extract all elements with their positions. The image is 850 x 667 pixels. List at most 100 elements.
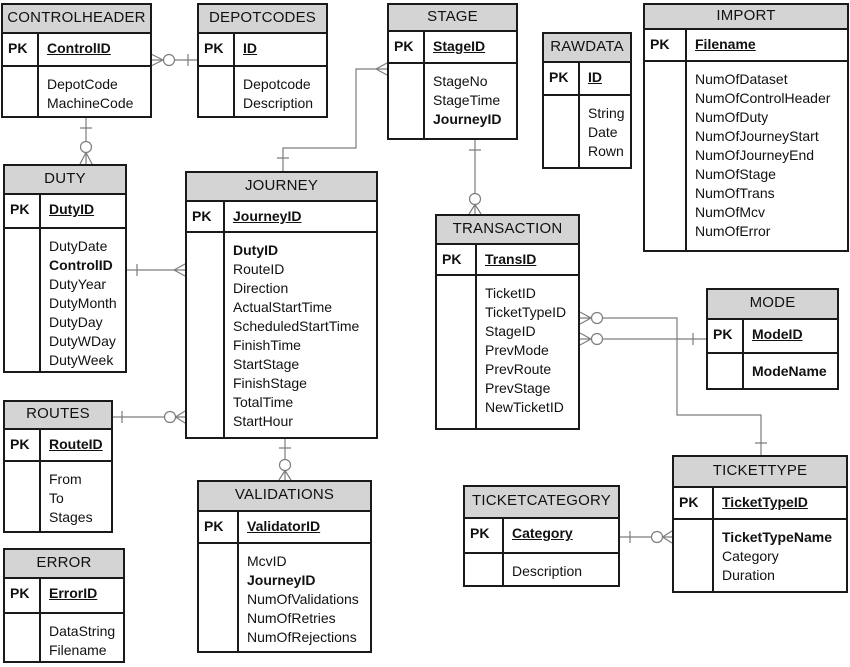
attribute: NumOfJourneyEnd (695, 147, 815, 163)
attribute: To (49, 490, 64, 506)
attribute: DutyYear (49, 276, 107, 292)
attribute: Stages (49, 509, 93, 525)
table-tickettype[interactable]: TICKETTYPE PK TicketTypeID TicketTypeNam… (672, 455, 848, 593)
table-name: RAWDATA (544, 34, 630, 63)
pk-field: Filename (687, 30, 847, 62)
attribute: JourneyID (433, 111, 502, 127)
rel-ticketcategory-tickettype (620, 530, 673, 544)
attribute: DutyDay (49, 314, 103, 330)
attribute: Duration (722, 567, 775, 583)
table-name: VALIDATIONS (199, 482, 370, 512)
table-name: CONTROLHEADER (3, 5, 150, 34)
pk-label: PK (437, 245, 477, 276)
pk-column-spacer (544, 96, 580, 167)
attribute: NumOfMcv (695, 204, 765, 220)
table-name: IMPORT (645, 5, 847, 30)
pk-column-spacer (389, 64, 425, 138)
pk-column-spacer (674, 520, 714, 591)
attribute: StageTime (433, 92, 501, 108)
pk-label: PK (199, 512, 239, 544)
pk-label: PK (5, 579, 41, 614)
pk-column-spacer (199, 544, 239, 651)
table-name: ERROR (5, 550, 123, 579)
attribute: TicketTypeID (485, 304, 567, 320)
attribute: TicketTypeName (722, 529, 832, 545)
attribute: DutyDate (49, 238, 108, 254)
pk-column-spacer (437, 276, 477, 428)
attribute: Description (243, 95, 314, 111)
attribute: PrevMode (485, 342, 549, 358)
pk-field: ID (580, 63, 630, 96)
attribute: NumOfDuty (695, 109, 769, 125)
attribute: Filename (49, 642, 107, 658)
table-ticketcategory[interactable]: TICKETCATEGORY PK Category Description (463, 485, 620, 587)
attribute: StageNo (433, 73, 488, 89)
attribute: TotalTime (233, 394, 294, 410)
attribute: NumOfError (695, 223, 771, 239)
attribute: Description (512, 563, 583, 579)
pk-label: PK (5, 430, 41, 462)
pk-label: PK (674, 488, 714, 520)
attribute: MachineCode (47, 95, 134, 111)
attribute: DutyMonth (49, 295, 117, 311)
attribute: Date (588, 124, 618, 140)
attribute: Direction (233, 280, 289, 296)
attribute: NumOfDataset (695, 71, 788, 87)
pk-column-spacer (645, 62, 687, 250)
attribute: StartStage (233, 356, 300, 372)
table-mode[interactable]: MODE PK ModeID ModeName (706, 288, 839, 390)
attribute: NumOfStage (695, 166, 776, 182)
attribute: DataString (49, 623, 116, 639)
table-name: MODE (708, 290, 837, 320)
pk-field: ModeID (744, 320, 837, 354)
pk-label: PK (544, 63, 580, 96)
pk-field: ErrorID (41, 579, 123, 614)
pk-field: TicketTypeID (714, 488, 846, 520)
table-name: TICKETCATEGORY (465, 487, 618, 519)
pk-column-spacer (465, 554, 504, 585)
rel-controlheader-duty (79, 118, 93, 165)
rel-transaction-mode (579, 332, 706, 346)
table-name: DEPOTCODES (199, 5, 326, 34)
pk-column-spacer (708, 354, 744, 388)
attribute: NewTicketID (485, 399, 564, 415)
attribute: StageID (485, 323, 536, 339)
attribute: McvID (247, 553, 287, 569)
table-name: TRANSACTION (437, 216, 578, 245)
pk-column-spacer (5, 462, 41, 531)
table-name: DUTY (5, 166, 125, 195)
attribute: PrevRoute (485, 361, 552, 377)
attribute: NumOfValidations (247, 591, 359, 607)
pk-column-spacer (187, 233, 225, 437)
pk-label: PK (389, 32, 425, 64)
attribute: NumOfTrans (695, 185, 775, 201)
rel-controlheader-depotcodes (151, 53, 197, 67)
attribute: String (588, 105, 625, 121)
pk-column-spacer (199, 67, 235, 116)
attribute: DutyWDay (49, 333, 116, 349)
attribute: Category (722, 548, 779, 564)
pk-label: PK (708, 320, 744, 354)
table-name: TICKETTYPE (674, 457, 846, 488)
attribute: ActualStartTime (233, 299, 333, 315)
attribute: NumOfJourneyStart (695, 128, 819, 144)
pk-column-spacer (5, 614, 41, 661)
rel-routes-journey (113, 410, 186, 424)
